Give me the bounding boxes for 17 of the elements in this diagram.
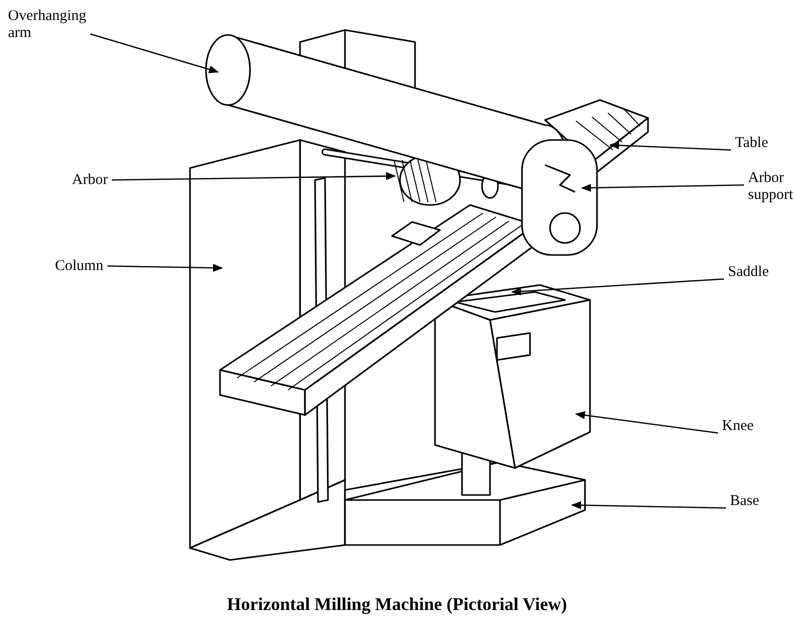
leader-line [511,278,724,296]
leader-line [107,264,223,272]
leader-line [90,33,219,74]
part-label: Saddle [728,264,786,281]
part-label: Table [735,135,793,152]
part-label: Arbor [72,172,108,189]
part-label: Overhanging arm [8,8,98,42]
part-label: Knee [722,418,780,435]
part-label: Column [55,258,104,275]
part-label: Base [730,493,788,510]
leader-line [575,411,718,434]
leader-line [112,172,396,181]
leader-line [571,501,726,510]
caption: Horizontal Milling Machine (Pictorial View) [226,594,568,615]
part-label: Arbor support [748,170,794,204]
leader-line [609,141,732,151]
leader-line [581,184,744,192]
